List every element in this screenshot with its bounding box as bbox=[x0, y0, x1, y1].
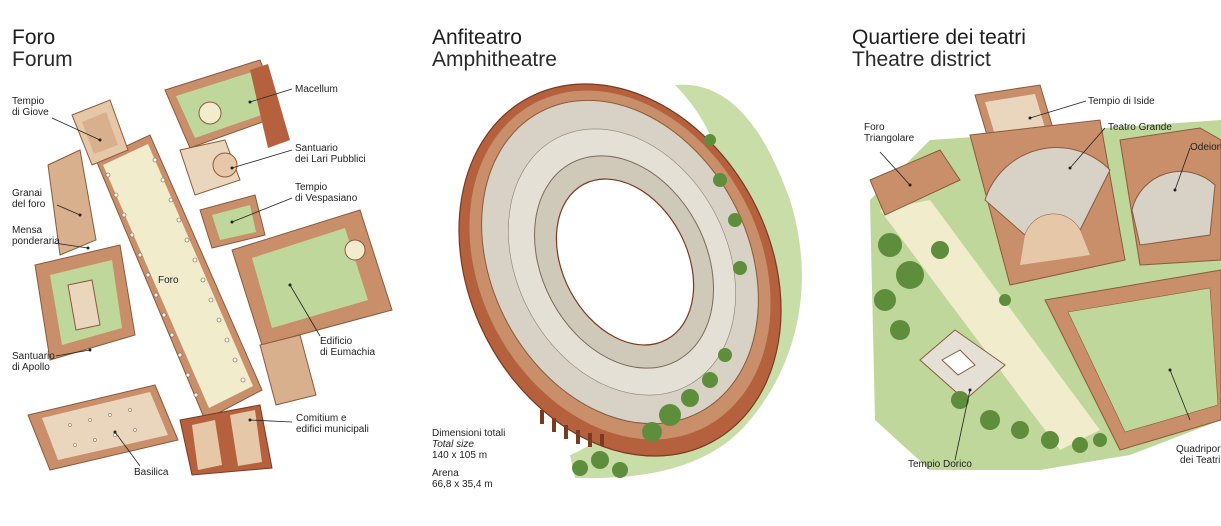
label-eumachia-l2: di Eumachia bbox=[320, 347, 376, 358]
amphitheatre-panel: Anfiteatro Amphitheatre Dimens bbox=[420, 0, 820, 526]
comitium-side bbox=[259, 334, 317, 406]
label-comitium: Comitium e edifici municipali bbox=[296, 413, 369, 435]
label-eumachia: Edificio di Eumachia bbox=[320, 336, 375, 358]
forum-title-en: Forum bbox=[12, 48, 73, 71]
amphitheatre-title-it: Anfiteatro bbox=[432, 26, 522, 49]
teatro-grande-building bbox=[969, 119, 1126, 286]
forum-title-it: Foro bbox=[12, 26, 56, 49]
label-tempio-giove-l1: Tempio bbox=[12, 96, 45, 107]
label-comitium-l1: Comitium e bbox=[296, 413, 347, 424]
label-mensa-l2: ponderaria bbox=[12, 236, 60, 247]
label-mensa-l1: Mensa bbox=[12, 225, 43, 236]
label-lari-l2: dei Lari Pubblici bbox=[295, 154, 366, 165]
label-apollo-l2: di Apollo bbox=[12, 362, 50, 373]
macellum-building bbox=[164, 59, 290, 149]
tempio-giove-building bbox=[71, 99, 129, 166]
theatres-leaders bbox=[879, 100, 1191, 461]
arena bbox=[555, 178, 695, 346]
theatres-title-en: Theatre district bbox=[852, 48, 991, 71]
forum-plaza bbox=[95, 134, 263, 421]
label-teatro-grande: Teatro Grande bbox=[1108, 122, 1172, 133]
label-foro: Foro bbox=[158, 275, 179, 286]
label-tempio-giove: Tempio di Giove bbox=[12, 96, 49, 118]
dims-total-label: Dimensioni totali bbox=[432, 428, 506, 439]
label-foro-tri-l1: Foro bbox=[864, 122, 885, 133]
apollo-building bbox=[34, 244, 136, 361]
label-granai-l2: del foro bbox=[12, 199, 46, 210]
label-basilica: Basilica bbox=[134, 467, 169, 478]
label-lari-l1: Santuario bbox=[295, 143, 338, 154]
dims-arena-value: 66,8 x 35,4 m bbox=[432, 479, 493, 490]
forum-illustration bbox=[27, 59, 393, 476]
amphitheatre-title-en: Amphitheatre bbox=[432, 48, 557, 71]
odeion-building bbox=[1119, 127, 1221, 266]
amphitheatre-dimensions: Dimensioni totali Total size 140 x 105 m… bbox=[432, 428, 505, 490]
amphitheatre-structure bbox=[458, 83, 782, 457]
label-lari: Santuario dei Lari Pubblici bbox=[295, 143, 366, 165]
comitium-building bbox=[179, 404, 273, 476]
label-granai: Granai del foro bbox=[12, 188, 45, 210]
label-vespasiano-l1: Tempio bbox=[295, 182, 328, 193]
amphitheatre-arches bbox=[540, 410, 604, 447]
dims-total-value: 140 x 105 m bbox=[432, 450, 488, 461]
label-vespasiano-l2: di Vespasiano bbox=[295, 193, 358, 204]
label-mensa: Mensa ponderaria bbox=[12, 225, 60, 247]
theatres-title-it: Quartiere dei teatri bbox=[852, 26, 1026, 49]
label-tempio-giove-l2: di Giove bbox=[12, 107, 49, 118]
forum-panel: Foro Forum bbox=[0, 0, 400, 526]
label-eumachia-l1: Edificio bbox=[320, 336, 353, 347]
amphitheatre-trees bbox=[572, 134, 747, 478]
label-odeion: Odeion bbox=[1190, 142, 1221, 153]
label-foro-triangolare: Foro Triangolare bbox=[864, 122, 914, 144]
label-apollo: Santuario di Apollo bbox=[12, 351, 55, 373]
forum-leader-dots bbox=[78, 100, 292, 434]
label-macellum: Macellum bbox=[295, 84, 338, 95]
label-vespasiano: Tempio di Vespasiano bbox=[295, 182, 357, 204]
granai-building bbox=[47, 149, 97, 256]
label-foro-tri-l2: Triangolare bbox=[864, 133, 915, 144]
theatres-leader-dots bbox=[908, 116, 1177, 392]
label-quadriportico-l2: dei Teatri bbox=[1180, 455, 1221, 466]
label-comitium-l2: edifici municipali bbox=[296, 424, 369, 435]
dims-total-label-en: Total size bbox=[432, 439, 474, 450]
label-tempio-dorico: Tempio Dorico bbox=[908, 459, 972, 470]
foro-triangolare bbox=[869, 149, 961, 216]
label-apollo-l1: Santuario bbox=[12, 351, 55, 362]
eumachia-building bbox=[231, 209, 393, 346]
dims-total-label-en-wrap: Total size bbox=[432, 439, 505, 450]
dims-spacer bbox=[432, 461, 505, 468]
label-granai-l1: Granai bbox=[12, 188, 43, 199]
theatres-trees bbox=[874, 233, 1107, 453]
theatres-panel: Quartiere dei teatri Theatre district bbox=[840, 0, 1221, 526]
lari-building bbox=[179, 139, 241, 196]
amphitheatre-illustration bbox=[458, 83, 802, 479]
forum-leaders bbox=[51, 88, 321, 467]
tempio-dorico-building bbox=[919, 329, 1006, 401]
theatres-illustration bbox=[869, 84, 1221, 470]
label-quadriportico-l1: Quadriportico bbox=[1176, 444, 1221, 455]
basilica-building bbox=[27, 384, 179, 471]
dims-arena-label: Arena bbox=[432, 468, 459, 479]
label-iside: Tempio di Iside bbox=[1088, 96, 1155, 107]
label-quadriportico: Quadriportico dei Teatri bbox=[1176, 444, 1221, 466]
